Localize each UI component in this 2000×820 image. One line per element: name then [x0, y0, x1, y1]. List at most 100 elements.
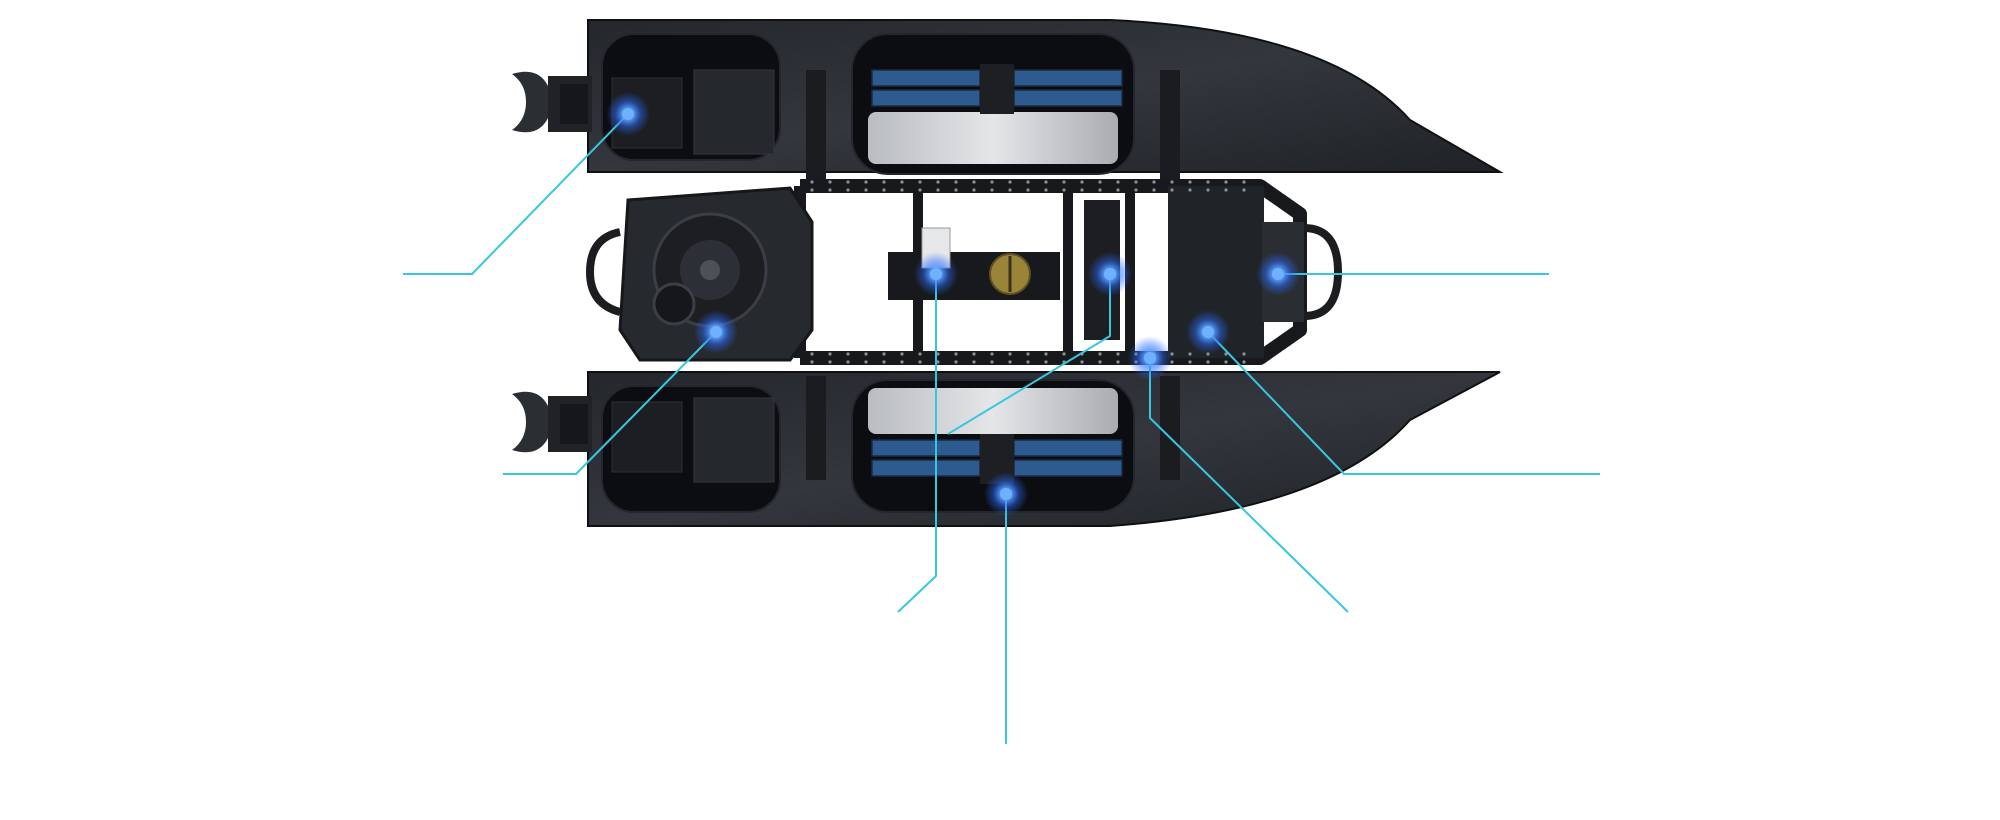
rivet — [1116, 188, 1120, 192]
rivet — [828, 360, 832, 364]
rivet — [810, 188, 814, 192]
rivet — [810, 352, 814, 356]
rivet — [828, 188, 832, 192]
hotspot-frame-junction[interactable] — [1128, 336, 1172, 380]
rivet — [1224, 180, 1228, 184]
hotspot-core — [1104, 268, 1116, 280]
rivet — [1044, 360, 1048, 364]
rivet — [882, 188, 886, 192]
rivet — [1026, 352, 1030, 356]
sensor-module — [888, 227, 1060, 300]
rivet — [1242, 180, 1246, 184]
rivet — [1152, 180, 1156, 184]
deck-plate-lower — [868, 388, 1118, 434]
rivet — [864, 352, 868, 356]
rivet — [918, 360, 922, 364]
hotspot-core — [1202, 326, 1214, 338]
rivet — [1116, 352, 1120, 356]
rivet — [1080, 188, 1084, 192]
rivet — [1044, 352, 1048, 356]
rivet — [954, 352, 958, 356]
rivet — [882, 180, 886, 184]
rivet — [972, 180, 976, 184]
rivet — [900, 188, 904, 192]
rivet — [864, 180, 868, 184]
rivet — [1242, 360, 1246, 364]
rivet — [810, 180, 814, 184]
rivet — [972, 352, 976, 356]
hotspot-center-bay-module[interactable] — [1088, 252, 1132, 296]
hotspot-core — [622, 108, 634, 120]
rivet — [846, 360, 850, 364]
hotspot-core — [1144, 352, 1156, 364]
rivet — [1026, 180, 1030, 184]
rivet — [1008, 360, 1012, 364]
rivet — [1188, 188, 1192, 192]
rivet — [1044, 188, 1048, 192]
hotspot-stern-thruster-upper[interactable] — [606, 92, 650, 136]
rivet — [1242, 188, 1246, 192]
rivet — [1080, 360, 1084, 364]
rivet — [900, 360, 904, 364]
rivet — [846, 180, 850, 184]
rivet — [990, 360, 994, 364]
rivet — [1188, 360, 1192, 364]
rivet — [1062, 188, 1066, 192]
lower-hull — [587, 371, 1501, 527]
winch-assembly — [585, 186, 814, 362]
leader-line-winch-reel — [503, 331, 717, 475]
stern-thruster-lower — [512, 391, 592, 453]
rivet — [936, 352, 940, 356]
rivet — [1008, 180, 1012, 184]
rivet — [1044, 180, 1048, 184]
rivet — [1080, 180, 1084, 184]
leader-line-stern-thruster-upper — [403, 113, 629, 275]
rivet — [1224, 352, 1228, 356]
leader-line-deck-plate-forward — [1207, 331, 1600, 475]
rivet — [1224, 360, 1228, 364]
rivet — [1026, 188, 1030, 192]
rivet — [1098, 352, 1102, 356]
rivet — [1188, 352, 1192, 356]
rivet — [954, 180, 958, 184]
hotspot-deck-plate-forward[interactable] — [1186, 310, 1230, 354]
rivet — [1098, 188, 1102, 192]
rivet — [936, 180, 940, 184]
stern-thruster-upper — [512, 71, 592, 133]
rivet — [1116, 180, 1120, 184]
rivet — [864, 360, 868, 364]
rivet — [972, 360, 976, 364]
rivet — [900, 180, 904, 184]
hotspot-core — [710, 326, 722, 338]
hotspot-core — [1272, 268, 1284, 280]
rivet — [1134, 180, 1138, 184]
hotspot-bow-bracket[interactable] — [1256, 252, 1300, 296]
rivet — [828, 352, 832, 356]
rivet — [846, 188, 850, 192]
rivet — [1008, 188, 1012, 192]
upper-hull — [587, 19, 1504, 180]
rivet — [918, 352, 922, 356]
rivet — [1062, 180, 1066, 184]
rivet — [846, 352, 850, 356]
rivet — [918, 188, 922, 192]
hotspot-battery-bank-lower[interactable] — [984, 472, 1028, 516]
deck-plate-upper — [868, 112, 1118, 164]
rivet — [828, 180, 832, 184]
rivet — [1098, 180, 1102, 184]
rivet — [810, 360, 814, 364]
hotspot-core — [1000, 488, 1012, 500]
rivet — [882, 352, 886, 356]
rivet — [1026, 360, 1030, 364]
rivet — [1242, 352, 1246, 356]
hotspot-sensor-mount-center[interactable] — [914, 252, 958, 296]
rivet — [1134, 188, 1138, 192]
rivet — [1188, 180, 1192, 184]
rivet — [954, 188, 958, 192]
rivet — [1098, 360, 1102, 364]
leader-line-sensor-mount-center — [897, 274, 937, 613]
rivet — [1170, 180, 1174, 184]
rivet — [1206, 180, 1210, 184]
hotspot-winch-reel[interactable] — [694, 310, 738, 354]
